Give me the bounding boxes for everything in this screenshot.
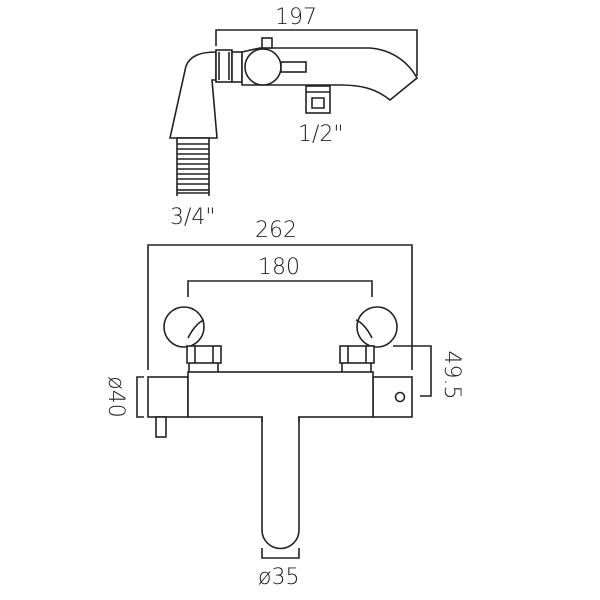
collar — [231, 51, 243, 83]
right-nut-facets — [347, 346, 367, 363]
dim-ø35-label: ø35 — [258, 565, 299, 590]
right-cylinder — [372, 376, 413, 418]
left-elbow-curve — [187, 319, 205, 339]
indicator-dot — [394, 391, 406, 403]
dim-49.5-label: 49.5 — [439, 351, 464, 400]
thread-dim-bracket — [176, 190, 210, 196]
top-pin — [261, 37, 273, 49]
thread-lines — [177, 143, 209, 185]
stem-joint-mask — [263, 414, 298, 420]
left-nut — [186, 345, 222, 364]
knob-pin — [155, 416, 167, 438]
left-cylinder — [147, 376, 189, 418]
dim-262-bracket — [147, 244, 413, 370]
front-view: 262 180 ø35 ø40 49.5 — [103, 218, 464, 590]
outlet-detail — [306, 91, 330, 109]
dim-262-label: 262 — [255, 218, 297, 243]
outlet-valve — [305, 85, 331, 114]
outlet-thread-label: 1/2" — [298, 122, 344, 147]
dim-ø35-bracket — [261, 548, 300, 559]
handle-circle — [244, 48, 282, 86]
dim-180-label: 180 — [258, 255, 300, 280]
lever — [280, 61, 307, 73]
spout — [241, 47, 419, 102]
elbow-body — [169, 51, 218, 139]
dim-180-bracket — [187, 280, 373, 297]
valve-body — [187, 371, 374, 418]
nut-facets — [218, 52, 230, 80]
right-nut — [339, 345, 375, 364]
left-nut-facets — [194, 346, 214, 363]
dim-197-label: 197 — [275, 5, 317, 30]
right-elbow — [356, 306, 398, 348]
top-view: 197 1/2" 3/4" — [169, 5, 419, 230]
inlet-thread-label: 3/4" — [170, 205, 216, 230]
dim-49.5-bracket — [393, 345, 432, 397]
dim-ø40-label: ø40 — [103, 376, 128, 417]
dim-ø40-bracket — [136, 376, 144, 418]
left-elbow — [163, 306, 205, 348]
stem-joint — [261, 417, 300, 422]
right-elbow-curve — [355, 319, 373, 339]
spout-stem — [261, 409, 300, 550]
dim-197-bracket — [215, 29, 418, 76]
